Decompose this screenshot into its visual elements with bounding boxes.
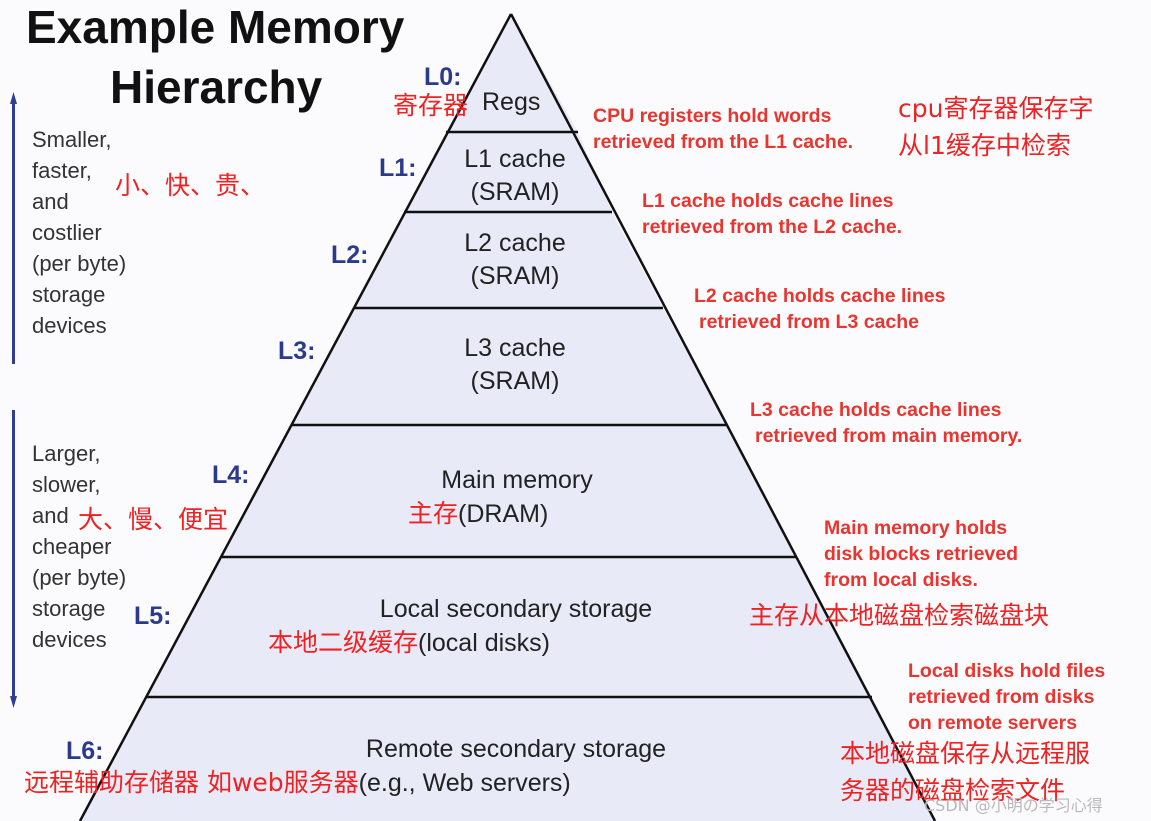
tier-l5-name: Local secondary storage — [379, 595, 653, 623]
side-note-top: Smaller, faster, and costlier (per byte)… — [32, 127, 127, 338]
pyramid-left-edge — [78, 13, 513, 821]
annotation-l2: L2 cache holds cache lines retrieved fro… — [694, 285, 946, 333]
tier-l3-text: L3 cache (SRAM) — [464, 334, 566, 395]
annotation-l0-cn: cpu寄存器保存字 从l1缓存中检索 — [898, 94, 1094, 160]
tier-l5-sub: 本地二级缓存(local disks) — [268, 628, 550, 657]
pyramid-tier-l6 — [80, 697, 935, 821]
pyramid-right-edge — [509, 13, 937, 821]
level-label-l1: L1: — [379, 154, 417, 182]
annotation-l4-cn: 主存从本地磁盘检索磁盘块 — [749, 601, 1050, 630]
tier-l6-sub: 远程辅助存储器 如web服务器(e.g., Web servers) — [24, 768, 571, 797]
level-label-l6: L6: — [66, 737, 104, 765]
pyramid-tier-l5 — [147, 557, 872, 697]
annotation-l4: Main memory holds disk blocks retrieved … — [824, 517, 1019, 591]
tier-l0-cn: 寄存器 — [393, 91, 469, 120]
tier-l4-name: Main memory — [441, 466, 593, 494]
arrow-down-icon — [10, 410, 17, 708]
pyramid-tier-l1 — [404, 132, 612, 212]
level-label-l2: L2: — [331, 241, 369, 269]
tier-l1-text: L1 cache (SRAM) — [464, 145, 566, 206]
arrow-up-icon — [10, 92, 17, 364]
pyramid-tier-l4 — [222, 425, 797, 557]
annotation-l3: L3 cache holds cache lines retrieved fro… — [750, 399, 1023, 447]
level-label-l3: L3: — [278, 337, 316, 365]
side-note-top-cn: 小、快、贵、 — [115, 171, 266, 200]
title-line-2: Hierarchy — [110, 61, 323, 113]
tier-l0-name: Regs — [482, 88, 541, 116]
tier-l2-text: L2 cache (SRAM) — [464, 229, 566, 290]
watermark: CSDN @小明の学习心得 — [924, 796, 1103, 815]
level-label-l0: L0: — [424, 63, 462, 91]
annotation-l5: Local disks hold files retrieved from di… — [908, 660, 1106, 734]
side-note-bottom: Larger, slower, and cheaper (per byte) s… — [32, 441, 127, 652]
tier-l6-name: Remote secondary storage — [365, 735, 667, 763]
annotation-l0: CPU registers hold words retrieved from … — [593, 105, 854, 153]
pyramid-tier-l3 — [292, 308, 727, 425]
pyramid-tier-l2 — [355, 212, 663, 308]
level-label-l5: L5: — [134, 602, 172, 630]
side-note-bottom-cn: 大、慢、便宜 — [78, 505, 229, 534]
tier-l4-sub: 主存(DRAM) — [408, 499, 549, 528]
annotation-l1: L1 cache holds cache lines retrieved fro… — [642, 190, 903, 238]
level-label-l4: L4: — [212, 461, 250, 489]
pyramid-tier-l0 — [446, 14, 578, 132]
annotation-l5-cn: 本地磁盘保存从远程服 务器的磁盘检索文件 — [840, 739, 1091, 805]
title-line-1: Example Memory — [26, 1, 405, 53]
